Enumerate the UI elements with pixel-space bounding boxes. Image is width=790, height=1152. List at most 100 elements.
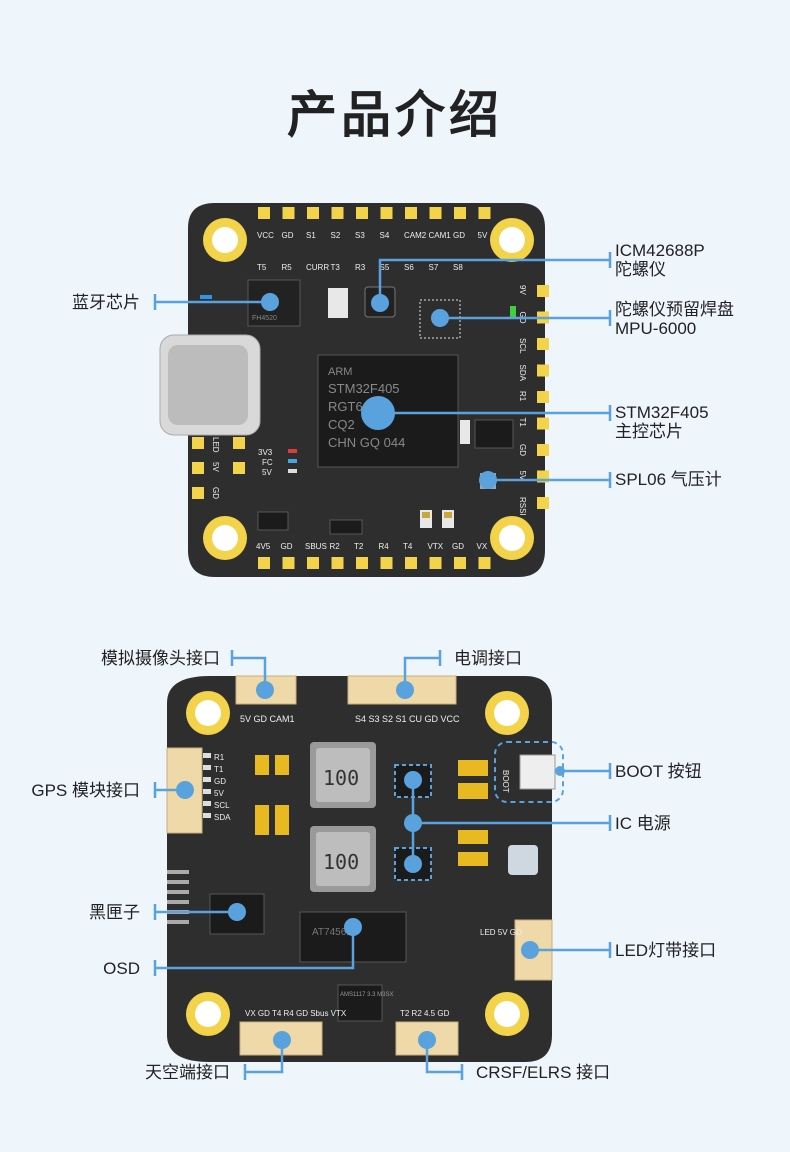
reserved-gyro-pads [419,299,461,339]
callout-gyro-line2: 陀螺仪 [615,260,666,279]
left-pin-label: 5V [211,462,220,472]
bottom-pin-label: R2 [330,542,341,551]
top-pad [258,207,270,219]
right-pad [537,285,549,297]
top-solder-pads [258,207,491,219]
callout-mcu-line1: STM32F405 [615,403,709,422]
bottom-pad [307,557,319,569]
page-title: 产品介绍 [287,87,503,143]
left-pin-label: GD [211,487,220,499]
top-pin-label: S6 [404,263,414,272]
callout-vtx: 天空端接口 [145,1063,230,1082]
top-pin-label: T5 [257,263,267,272]
top-pin-label: S8 [453,263,463,272]
right-pin-label: 5V [518,471,527,481]
callout-blackbox: 黑匣子 [89,903,140,922]
right-pad [537,364,549,377]
top-pad [356,207,368,219]
left-solder-pads [192,437,245,499]
bottom-pin-label: VTX [428,542,444,551]
right-pin-label: SDA [518,365,527,382]
bottom-pad [454,557,466,569]
callout-gps: GPS 模块接口 [31,781,140,800]
top-pad [429,207,442,219]
bottom-pad [429,557,442,569]
top-pin-label: R3 [355,263,366,272]
right-pad [537,417,549,430]
bottom-pad [380,557,393,569]
callout-osd: OSD [103,959,140,978]
callout-reserved-line2: MPU-6000 [615,319,697,338]
callout-crsf: CRSF/ELRS 接口 [476,1063,611,1082]
top-pin-label-upper: GD [453,231,465,240]
bottom-pad [258,557,270,569]
callout-ic-power: IC 电源 [615,814,671,833]
top-pin-label-upper: VCC [257,231,274,240]
top-pin-label-upper: S1 [306,231,316,240]
bottom-pad [478,557,491,569]
callout-reserved-pads: 陀螺仪预留焊盘 MPU-6000 [615,300,734,338]
top-pin-label-upper: GD [282,231,294,240]
bottom-pin-label: T4 [403,542,413,551]
bottom-solder-pads [258,557,491,569]
callout-mcu: STM32F405 主控芯片 [615,403,709,441]
top-pad [405,207,417,219]
bottom-pin-label: T2 [354,542,364,551]
top-pad [380,207,393,219]
right-pin-label: T1 [518,418,527,428]
top-pin-label-upper: S3 [355,231,365,240]
callout-esc: 电调接口 [454,649,522,668]
top-pin-label: CURR [306,263,329,272]
bottom-pad [356,557,368,569]
right-pin-label: GD [518,444,527,456]
bottom-pin-label: GD [281,542,293,551]
top-pin-label: S5 [380,263,390,272]
top-pin-label-upper: S2 [331,231,341,240]
top-pad [282,207,295,219]
callout-reserved-line1: 陀螺仪预留焊盘 [615,300,734,319]
callout-barometer: SPL06 气压计 [615,470,722,489]
right-pad [537,497,549,509]
right-pad [537,444,549,456]
right-pin-label: RSSI [518,497,527,516]
bottom-pad [405,557,417,569]
top-pin-label: T3 [331,263,341,272]
bottom-pin-label: R4 [379,542,390,551]
led-label-5v: 5V [262,468,272,477]
mcu-text-0: ARM [328,366,352,378]
top-pin-label: S7 [429,263,439,272]
right-pin-label: 9V [518,285,527,295]
callout-camera: 模拟摄像头接口 [101,649,220,668]
top-pad [478,207,491,219]
left-pin-label: LED [211,437,220,453]
top-pin-label: R5 [282,263,293,272]
top-pin-label-upper: 5V [478,231,488,240]
callout-mcu-line2: 主控芯片 [615,422,683,441]
bottom-pin-label: SBUS [305,542,327,551]
bottom-pin-label: VX [477,542,488,551]
led-label-fc: FC [262,458,273,467]
top-pad [331,207,344,219]
bluetooth-chip-text: FH4520 [252,315,277,322]
led-label-3v3: 3V3 [258,448,273,457]
bottom-pad [331,557,344,569]
bottom-pad [282,557,295,569]
mcu-text-3: CQ2 [328,417,355,432]
right-pin-label: R1 [518,391,527,402]
top-pad [454,207,466,219]
mcu-text-4: CHN GQ 044 [328,435,405,450]
right-pad [537,391,549,403]
top-pad [307,207,319,219]
mcu-text-1: STM32F405 [328,381,400,396]
callout-gyro-line1: ICM42688P [615,241,705,260]
callout-bluetooth: 蓝牙芯片 [72,293,140,312]
top-pin-label-upper: S4 [380,231,390,240]
top-pin-label-upper: CAM1 [429,231,452,240]
callout-boot: BOOT 按钮 [615,762,702,781]
callout-led-strip: LED灯带接口 [615,941,717,960]
right-pin-label: SCL [518,338,527,354]
bottom-pin-label: GD [452,542,464,551]
right-pad [537,338,549,350]
top-pin-label-upper: CAM2 [404,231,427,240]
